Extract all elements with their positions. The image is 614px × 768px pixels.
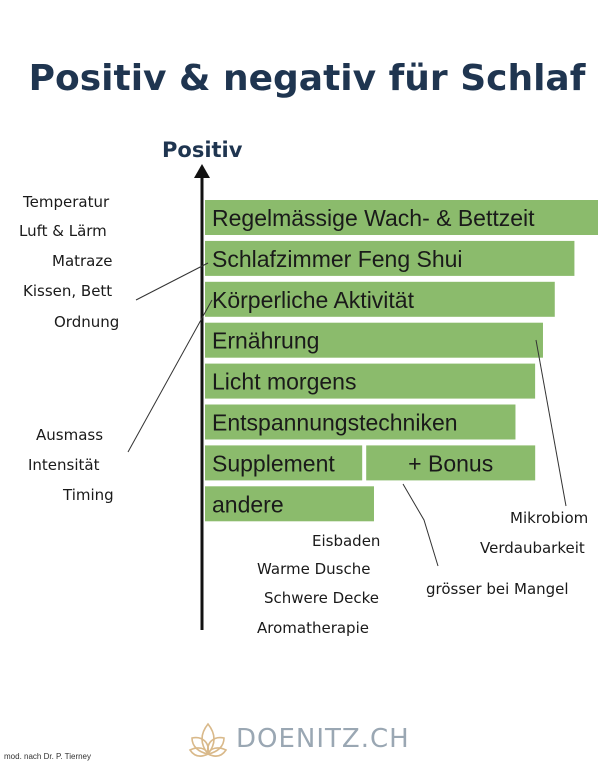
annotation-schwere-decke: Schwere Decke: [264, 589, 380, 607]
bar-label-0: Regelmässige Wach- & Bettzeit: [212, 205, 535, 231]
annotation-kissen-bett: Kissen, Bett: [23, 282, 113, 300]
bar-5: [205, 404, 516, 440]
annotation-aromatherapie: Aromatherapie: [257, 619, 369, 637]
bar-bonus-label: + Bonus: [408, 450, 493, 476]
brand-name: DOENITZ.CH: [236, 724, 410, 754]
annotation-intensitaet: Intensität: [28, 456, 100, 474]
bar-6: [205, 445, 363, 481]
bar-label-7: andere: [212, 491, 284, 517]
connector-bonus: [402, 483, 439, 567]
annotation-timing: Timing: [63, 486, 114, 504]
annotation-ordnung: Ordnung: [54, 313, 120, 331]
connector-left-top: [135, 262, 209, 301]
annotation-ausmass: Ausmass: [36, 426, 104, 444]
bar-label-4: Licht morgens: [212, 369, 356, 395]
annotation-groesser-bei-mangel: grösser bei Mangel: [426, 580, 569, 598]
y-axis-label: Positiv: [162, 138, 243, 162]
annotation-warme-dusche: Warme Dusche: [257, 560, 371, 578]
bar-label-5: Entspannungstechniken: [212, 410, 458, 436]
bar-label-1: Schlafzimmer Feng Shui: [212, 246, 463, 272]
bar-7: [205, 486, 374, 522]
source-note: mod. nach Dr. P. Tierney: [4, 752, 92, 761]
bar-2: [205, 281, 555, 317]
annotation-luft-laerm: Luft & Lärm: [19, 222, 107, 240]
bar-label-2: Körperliche Aktivität: [212, 287, 415, 313]
bar-0: [205, 200, 598, 235]
connector-left-bottom: [127, 299, 213, 453]
bar-1: [205, 240, 575, 276]
annotation-eisbaden: Eisbaden: [312, 532, 381, 550]
annotation-temperatur: Temperatur: [23, 193, 110, 211]
annotation-verdaubarkeit: Verdaubarkeit: [480, 539, 585, 557]
chart-title: Positiv & negativ für Schlaf: [28, 58, 586, 99]
bar-4: [205, 363, 536, 399]
bar-3: [205, 322, 543, 358]
bar-label-6: Supplement: [212, 450, 335, 476]
y-axis-arrowhead: [194, 164, 210, 178]
lotus-logo-icon: [188, 722, 228, 757]
bar-label-3: Ernährung: [212, 328, 319, 354]
annotation-matraze: Matraze: [52, 252, 113, 270]
connector-right: [535, 339, 567, 507]
annotation-mikrobiom: Mikrobiom: [510, 509, 589, 527]
bar-bonus: [366, 445, 536, 481]
